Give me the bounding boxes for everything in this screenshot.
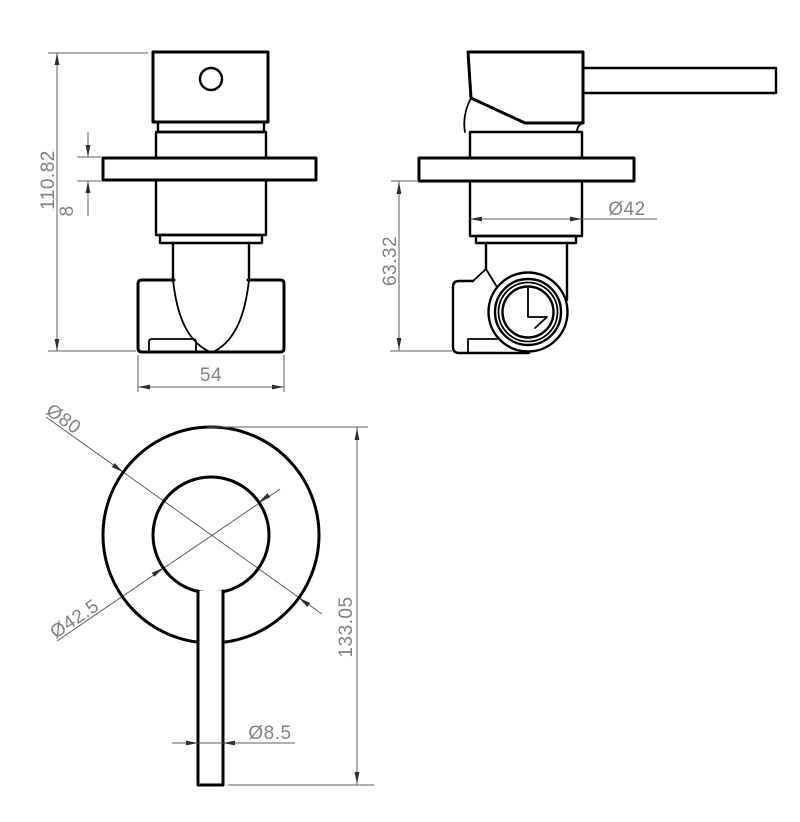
dim-label-total-length: 133.05 <box>336 596 357 657</box>
arrow-down-icon <box>85 145 91 157</box>
dim-label-outer-diameter: Ø80 <box>42 400 85 439</box>
plate-thickness-dim-lines <box>77 132 101 216</box>
handle-rod-plan <box>196 589 225 787</box>
arrow-left-icon <box>470 216 482 222</box>
arrow-down-icon <box>54 339 60 351</box>
dim-label-rod-diameter: Ø8.5 <box>248 723 291 744</box>
arrow-right-icon <box>570 216 582 222</box>
escutcheon-plate-side <box>417 156 636 183</box>
dim-label-inner-diameter: Ø42.5 <box>47 595 104 643</box>
funnel-curve-right <box>214 279 250 352</box>
body-step <box>158 233 264 245</box>
arrow-diagonal-icon <box>111 463 123 472</box>
body-step-side <box>474 234 578 245</box>
dim-label-plate-thickness: 8 <box>57 205 78 216</box>
arrow-right-icon <box>186 740 198 746</box>
arrow-diagonal-icon <box>259 493 271 502</box>
handle-lever <box>581 66 778 95</box>
down-tube-side <box>484 241 569 302</box>
dim-label-body-diameter: Ø42 <box>608 199 645 220</box>
funnel-right-side <box>485 268 498 288</box>
front-view: 110.82 8 54 <box>38 50 318 392</box>
knob-screw-hole <box>198 66 224 92</box>
arrow-up-icon <box>54 53 60 65</box>
dim-label-body-width: 54 <box>200 365 222 386</box>
cartridge-body-side <box>468 130 584 238</box>
funnel-curve-left <box>172 279 209 352</box>
inner-diameter-dim-line <box>56 488 281 642</box>
outer-diameter-dim-line <box>45 416 323 615</box>
plan-view: 133.05 Ø8.5 Ø80 Ø42.5 <box>42 400 374 787</box>
dim-label-depth: 63.32 <box>380 236 401 286</box>
funnel-left-side <box>472 268 487 282</box>
block-step <box>467 338 498 354</box>
tee-valve-body <box>136 278 286 354</box>
port-inner-ring <box>497 281 559 343</box>
arrow-up-icon <box>85 181 91 193</box>
height-dim-lines <box>48 52 148 352</box>
arrow-up-icon <box>396 182 402 194</box>
width-dim-lines <box>137 355 285 392</box>
arrow-right-icon <box>272 384 284 390</box>
side-view: Ø42 63.32 <box>380 50 778 355</box>
arrow-diagonal-icon <box>151 568 163 577</box>
arrow-left-icon <box>223 740 235 746</box>
port-bore <box>501 285 555 339</box>
outlet-tab <box>148 338 197 353</box>
pivot-arc-left <box>463 97 472 133</box>
depth-dim-lines <box>390 180 452 352</box>
arrow-down-icon <box>396 338 402 350</box>
port-keyway <box>527 287 548 329</box>
valve-block-side <box>451 279 531 355</box>
dim-label-height: 110.82 <box>38 150 59 210</box>
port-mid-ring <box>493 277 563 347</box>
arrow-left-icon <box>138 384 150 390</box>
escutcheon-plate <box>101 156 318 182</box>
length-dim-lines <box>207 426 374 786</box>
down-tube <box>171 241 251 282</box>
arrow-diagonal-icon <box>299 598 311 607</box>
arrow-up-icon <box>354 428 360 440</box>
handle-knob-outline <box>151 50 270 124</box>
handle-knob-side <box>466 50 585 125</box>
arrow-down-icon <box>354 772 360 784</box>
cartridge-body <box>154 130 268 237</box>
